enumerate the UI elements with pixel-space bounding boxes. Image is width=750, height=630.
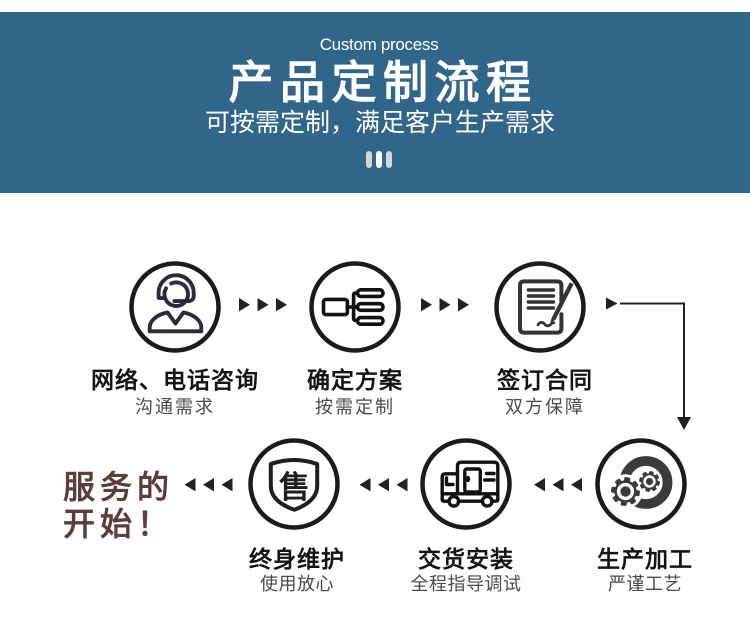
svg-text:售: 售 bbox=[279, 470, 310, 505]
